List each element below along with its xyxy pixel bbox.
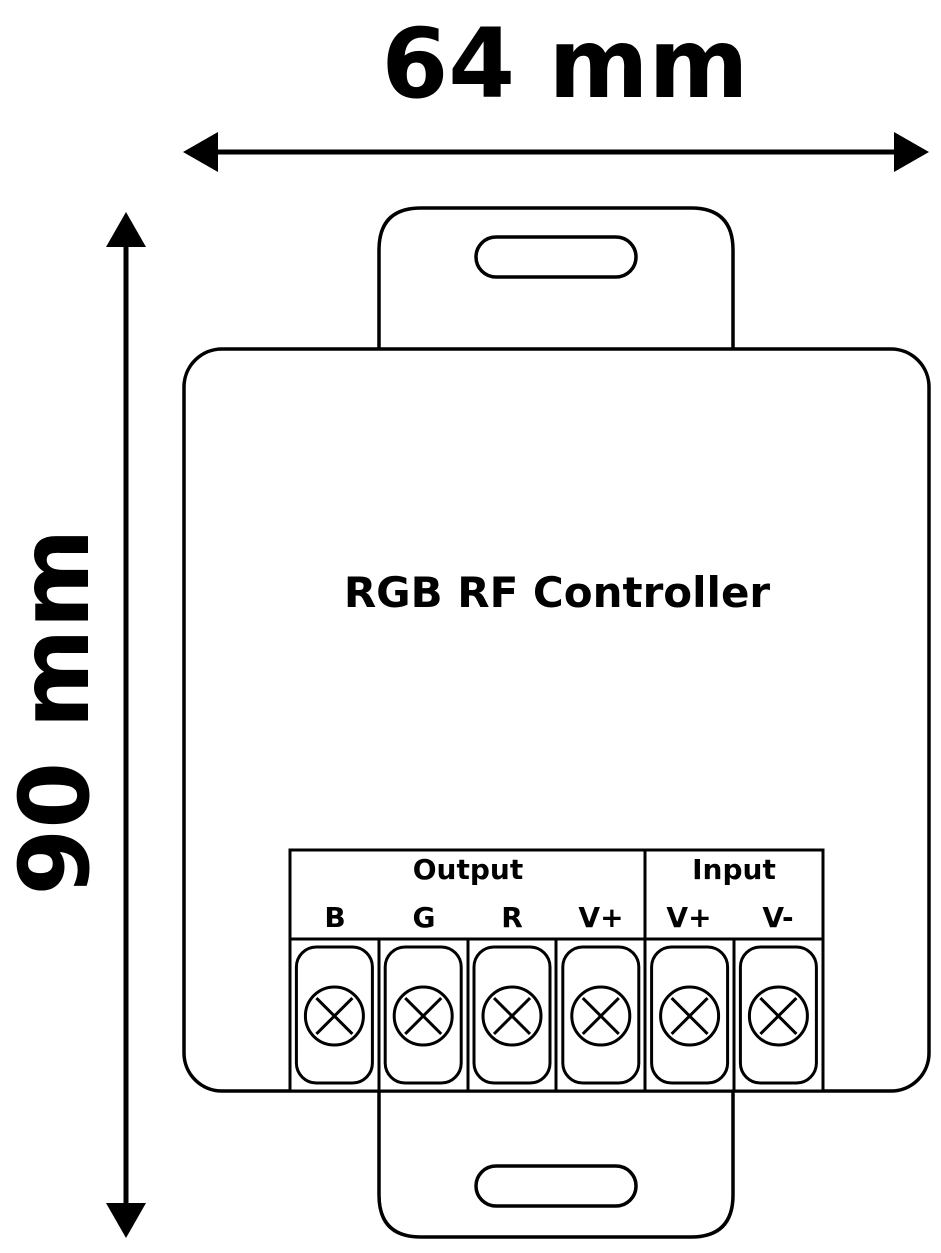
pin-label-r: R — [501, 901, 523, 934]
arrow-left-icon — [183, 132, 218, 172]
height-label: 90 mm — [0, 528, 111, 895]
screw-terminal — [650, 945, 730, 1085]
screw-terminals — [294, 945, 818, 1085]
width-arrow — [183, 132, 929, 172]
terminal-block: Output Input B G R V+ V+ V- — [288, 848, 825, 1093]
device-title: RGB RF Controller — [344, 568, 771, 617]
top-mounting-tab — [377, 206, 735, 349]
width-label: 64 mm — [381, 8, 748, 120]
screw-terminal — [294, 945, 374, 1085]
screw-x-icon — [570, 985, 632, 1047]
output-group-label: Output — [413, 853, 523, 886]
screw-terminal — [383, 945, 463, 1085]
bottom-mount-slot — [474, 1164, 638, 1208]
pin-label-b: B — [324, 901, 345, 934]
screw-x-icon — [392, 985, 454, 1047]
screw-x-icon — [659, 985, 721, 1047]
arrow-down-icon — [106, 1203, 146, 1238]
pin-label-input-vminus: V- — [762, 901, 793, 934]
screw-terminal — [472, 945, 552, 1085]
bottom-mounting-tab — [377, 1091, 735, 1239]
screw-terminal — [738, 945, 818, 1085]
screw-terminal — [561, 945, 641, 1085]
screw-x-icon — [303, 985, 365, 1047]
input-group-label: Input — [692, 853, 776, 886]
arrow-right-icon — [894, 132, 929, 172]
pin-label-output-vplus: V+ — [578, 901, 623, 934]
height-arrow — [106, 212, 146, 1238]
screw-x-icon — [747, 985, 809, 1047]
pin-label-input-vplus: V+ — [666, 901, 711, 934]
screw-x-icon — [481, 985, 543, 1047]
top-mount-slot — [474, 235, 638, 279]
arrow-up-icon — [106, 212, 146, 247]
pin-label-g: G — [413, 901, 436, 934]
